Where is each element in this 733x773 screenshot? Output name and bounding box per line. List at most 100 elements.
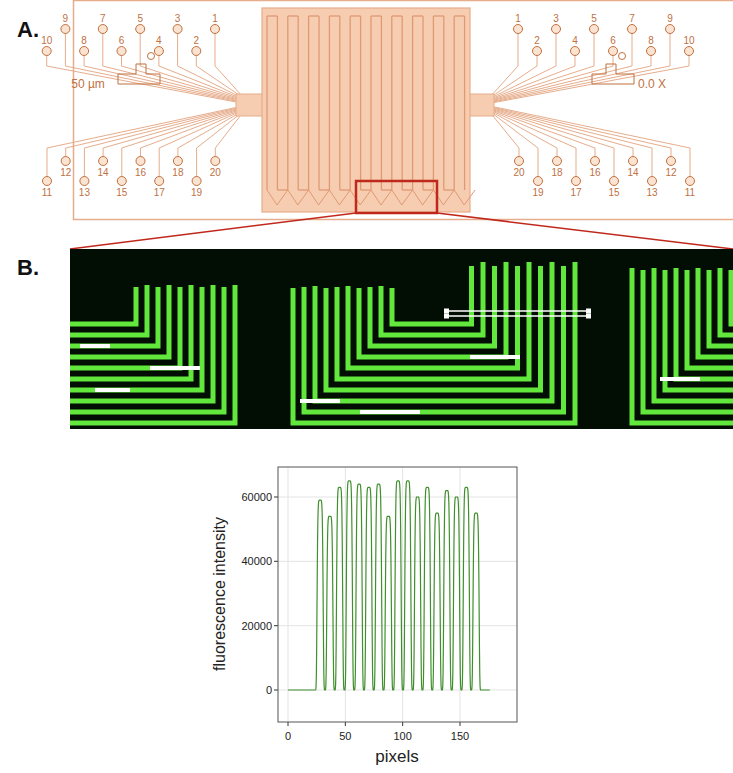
pad-number: 19 (532, 187, 543, 198)
electrode-line (340, 189, 350, 190)
trace (490, 107, 671, 161)
electrode-line (298, 16, 299, 190)
electrode-stripe (315, 262, 552, 401)
electrode-line (454, 15, 464, 16)
tick-mark (460, 722, 461, 726)
trace (490, 112, 519, 161)
electrode-stripe (70, 285, 169, 357)
electrode-stripe (381, 262, 483, 335)
trace (490, 29, 594, 100)
contact-pad (117, 47, 126, 56)
pad-number: 20 (513, 167, 524, 178)
trace (197, 112, 243, 181)
electrode-line (277, 189, 287, 190)
axis-title: pixels (375, 748, 418, 767)
bright-spot (470, 355, 520, 359)
electrode-line (381, 16, 382, 190)
contact-pad (80, 47, 89, 56)
trace (196, 51, 243, 98)
pad-number: 5 (591, 13, 597, 24)
trace (490, 51, 651, 102)
chip-layout (42, 1, 733, 250)
bright-spot (95, 388, 130, 392)
contact-pad (591, 157, 600, 166)
electrode-line (413, 190, 434, 205)
serpentine-area (262, 8, 470, 212)
profile-handle (444, 314, 449, 319)
trace (159, 110, 243, 181)
electrode-line (360, 16, 361, 190)
contact-pad (648, 177, 657, 186)
electrode-line (433, 16, 434, 190)
contact-pad (515, 157, 524, 166)
chip-border (74, 1, 733, 220)
intensity-chart (274, 467, 517, 726)
tick-mark (274, 625, 278, 626)
electrode-line (361, 189, 371, 190)
image-ground (70, 249, 733, 429)
contact-pad (572, 177, 581, 186)
electrode-line (392, 190, 413, 205)
electrode-stripe (359, 262, 506, 357)
electrode-line (391, 16, 392, 190)
tick-mark (274, 497, 278, 498)
axis-tick: 0 (266, 684, 272, 696)
pad-number: 18 (172, 167, 183, 178)
pad-number: 16 (589, 167, 600, 178)
pad-number: 4 (156, 35, 162, 46)
contact-pad (61, 157, 70, 166)
trace (159, 51, 243, 99)
scale-label: 0.0 X (638, 78, 666, 91)
contact-pad (552, 25, 561, 34)
pad-number: 3 (553, 13, 559, 24)
trace (490, 51, 537, 98)
trace (65, 29, 243, 103)
pad-number: 20 (210, 167, 221, 178)
contact-pad (610, 177, 619, 186)
electrode-line (329, 16, 330, 190)
pad-number: 9 (63, 13, 69, 24)
contact-pad (628, 25, 637, 34)
electrode-line (309, 15, 319, 16)
trace (47, 51, 243, 103)
pad-number: 9 (667, 13, 673, 24)
contact-pad (211, 25, 220, 34)
trace (215, 112, 243, 161)
bright-spot (150, 366, 200, 370)
contact-pad (173, 25, 182, 34)
axis-tick: 0 (285, 730, 291, 742)
intensity-curve (288, 481, 490, 690)
electrode-line (412, 16, 413, 190)
trace (178, 111, 243, 161)
electrode-stripe (654, 268, 733, 401)
contact-pad (553, 157, 562, 166)
electrode-line (329, 190, 350, 205)
trace (490, 106, 690, 181)
pad-number: 2 (534, 35, 540, 46)
electrode-line (319, 189, 329, 190)
electrode-line (266, 16, 267, 190)
contact-pad (211, 157, 220, 166)
electrode-line (422, 16, 423, 190)
electrode-line (318, 16, 319, 190)
contact-pad (514, 25, 523, 34)
bright-spot (300, 399, 340, 403)
zoom-box (356, 181, 437, 213)
contact-pad (629, 157, 638, 166)
contact-pad (666, 25, 675, 34)
electrode-stripe (70, 285, 191, 379)
tick-mark (288, 722, 289, 726)
axis-tick: 150 (451, 730, 469, 742)
electrode-line (443, 16, 444, 190)
electrode-line (267, 190, 288, 205)
contact-pad (61, 25, 70, 34)
axis-tick: 100 (393, 730, 411, 742)
electrode-line (381, 189, 391, 190)
contact-pad (99, 157, 108, 166)
contact-pad (667, 157, 676, 166)
pad-number: 12 (665, 167, 676, 178)
electrode-stripe (632, 268, 733, 423)
pad-number: 10 (683, 35, 694, 46)
